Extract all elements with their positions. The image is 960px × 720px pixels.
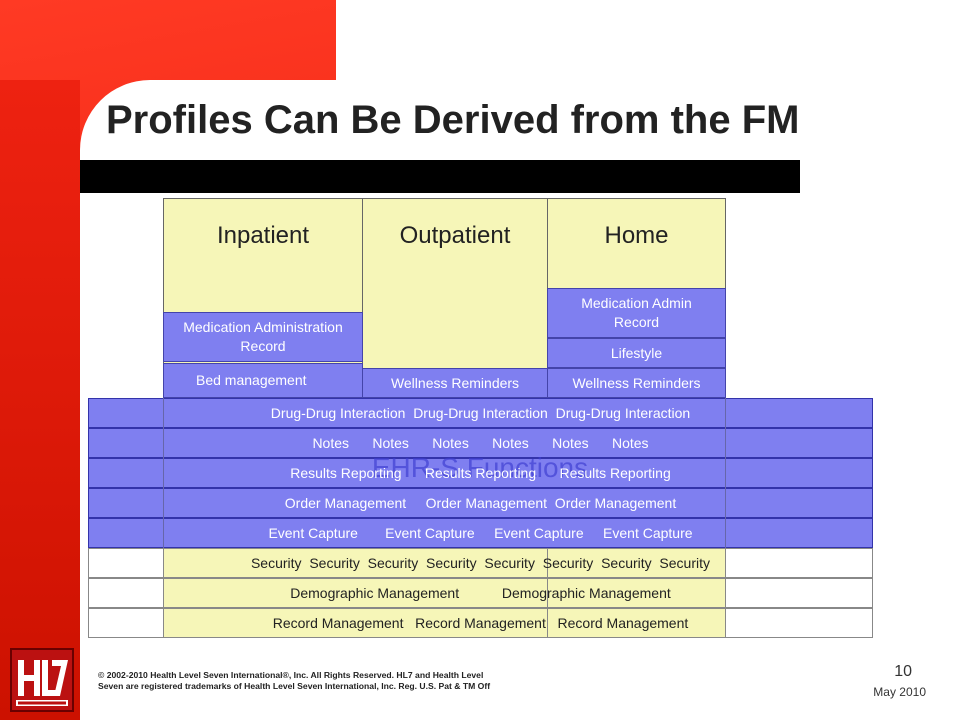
page-number: 10: [894, 663, 912, 680]
function-band-security: [88, 548, 873, 578]
red-side-strip: [0, 80, 80, 720]
function-band-demographic-management: [88, 578, 873, 608]
band-label-results-reporting: Results Reporting Results Reporting Resu…: [290, 465, 671, 481]
hl7-logo-icon: [12, 650, 72, 710]
band-label-security: Security Security Security Security Secu…: [250, 555, 711, 571]
band-label-drug-interaction: Drug-Drug Interaction Drug-Drug Interact…: [270, 405, 691, 421]
hl7-international-logo: [10, 648, 74, 712]
column-header-outpatient: Outpatient: [399, 222, 511, 249]
column-header-home: Home: [604, 222, 669, 249]
function-band-event-capture: [88, 518, 873, 548]
function-band-notes: [88, 428, 873, 458]
band-label-record-management: Record Management Record Management Reco…: [272, 615, 689, 631]
page-date: May 2010: [873, 685, 926, 699]
profile-fill-demographic: [164, 578, 726, 608]
function-band-order-management: [88, 488, 873, 518]
divider-line: [547, 548, 548, 638]
home-lifestyle: Lifestyle: [547, 338, 726, 368]
copyright-notice: © 2002-2010 Health Level Seven Internati…: [98, 670, 491, 692]
title-divider-bar: [80, 160, 800, 193]
divider-line: [725, 548, 726, 638]
outpatient-wellness-reminders: Wellness Reminders: [362, 368, 548, 398]
ehr-s-functions-watermark: EHR-S Functions: [371, 452, 589, 483]
function-band-drug-interaction: [88, 398, 873, 428]
band-label-demographic-management: Demographic Management Demographic Manag…: [290, 585, 671, 601]
inpatient-bed-management: Bed management: [163, 363, 363, 398]
profile-fill-record: [164, 608, 726, 638]
function-band-record-management: [88, 608, 873, 638]
slide-title: Profiles Can Be Derived from the FM: [106, 98, 800, 142]
function-band-results-reporting: [88, 458, 873, 488]
band-label-order-management: Order Management Order Management Order …: [284, 495, 677, 511]
divider-line: [163, 548, 164, 638]
divider-line: [725, 398, 726, 548]
column-header-inpatient: Inpatient: [216, 222, 310, 249]
band-label-event-capture: Event Capture Event Capture Event Captur…: [268, 525, 693, 541]
divider-line: [163, 398, 164, 548]
band-label-notes: Notes Notes Notes Notes Notes Notes: [312, 435, 649, 451]
home-medication-admin-record: Medication Admin Record: [547, 288, 726, 338]
inpatient-medication-administration-record: Medication Administration Record: [163, 312, 363, 362]
profile-fill-security: [164, 548, 726, 578]
home-wellness-reminders: Wellness Reminders: [547, 368, 726, 398]
